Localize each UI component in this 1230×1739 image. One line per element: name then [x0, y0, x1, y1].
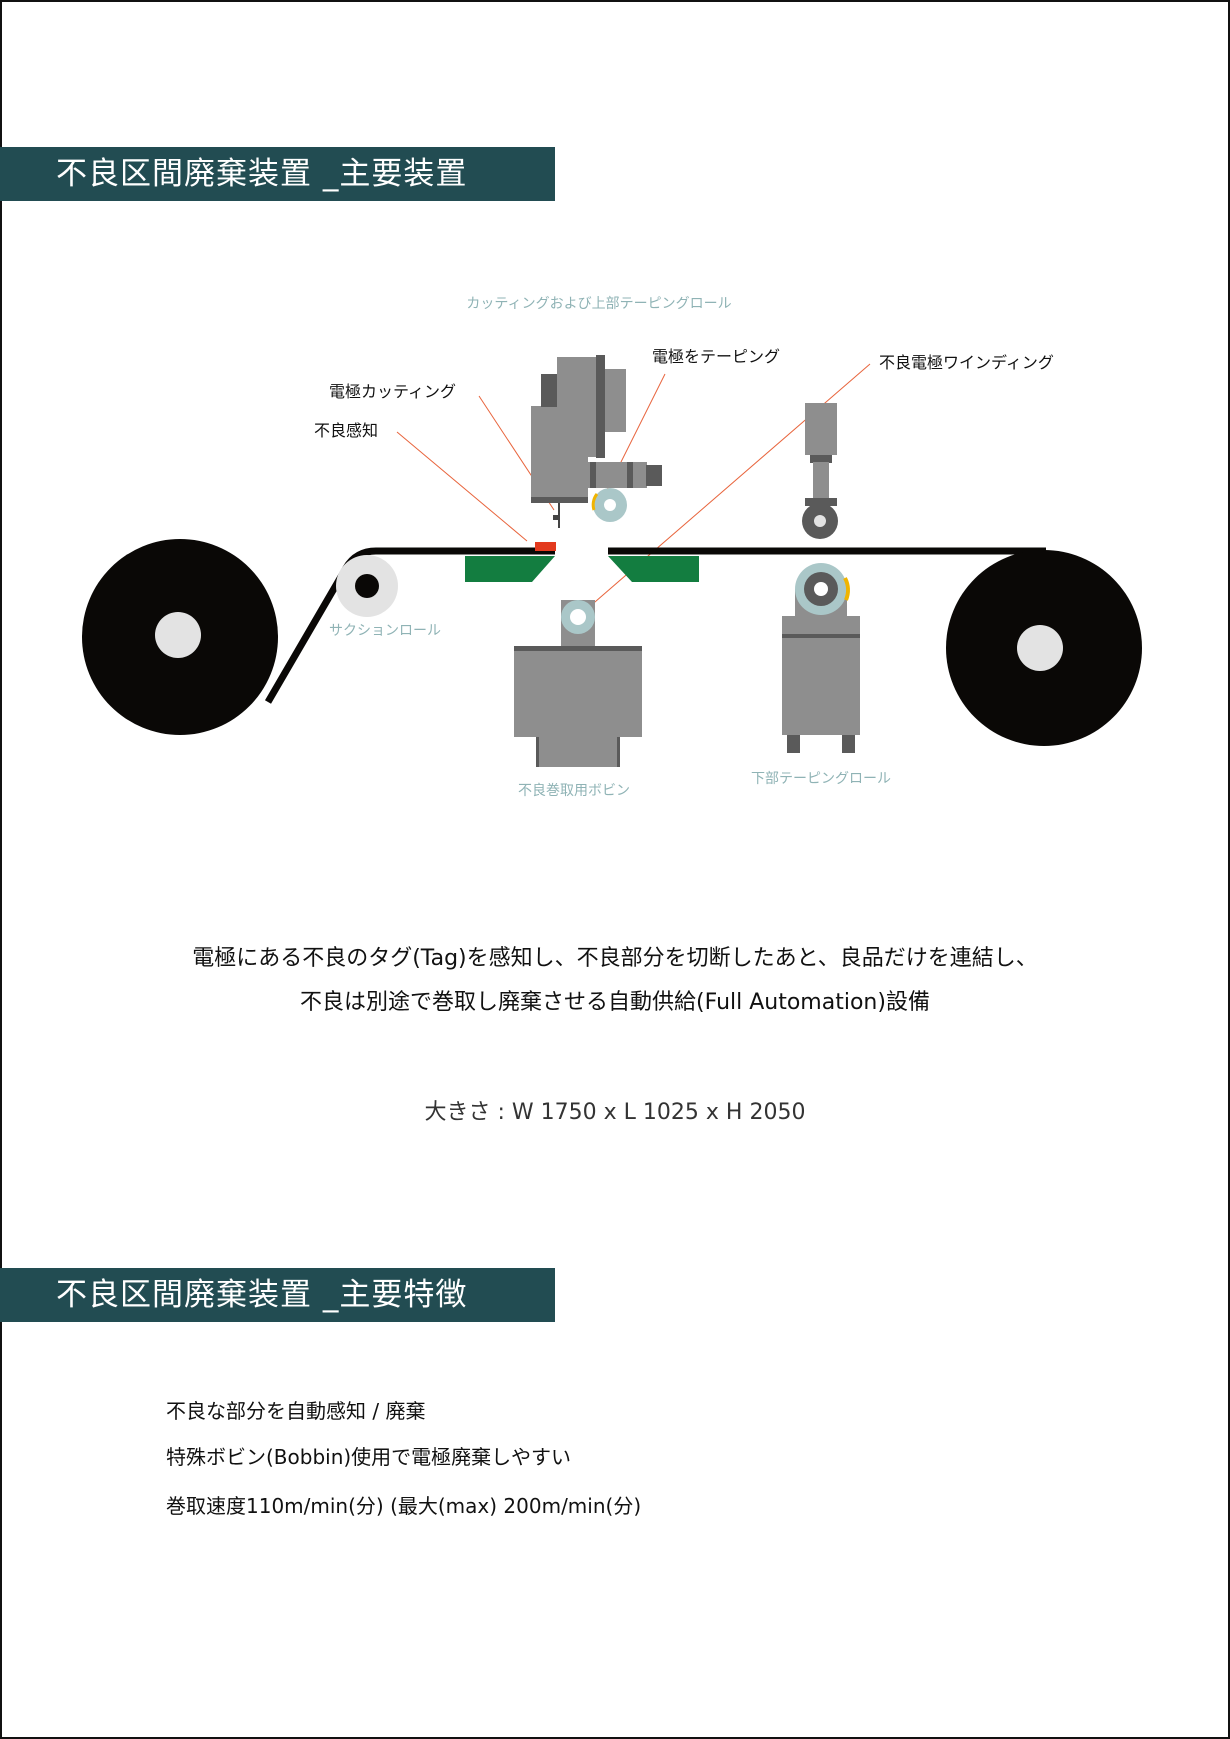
feature-item: 巻取速度110m/min(分) (最大(max) 200m/min(分) [166, 1494, 642, 1518]
label-cutting-upper-taping-roll: カッティングおよび上部テーピングロール [466, 296, 731, 312]
right-pad [608, 556, 699, 582]
feature-item: 特殊ボビン(Bobbin)使用で電極廃棄しやすい [166, 1445, 571, 1469]
label-electrode-taping: 電極をテーピング [652, 347, 780, 366]
winding-unit [802, 403, 838, 539]
feature-item: 不良な部分を自動感知 / 廃棄 [166, 1399, 426, 1423]
label-defect-electrode-winding: 不良電極ワインディング [879, 353, 1054, 372]
left-pad [465, 556, 555, 582]
defect-bobbin-unit [514, 600, 642, 767]
description-line-1: 電極にある不良のタグ(Tag)を感知し、不良部分を切断したあと、良品だけを連結し… [192, 946, 1038, 971]
label-lower-taping-roll: 下部テーピングロール [751, 771, 891, 787]
label-defect-detection: 不良感知 [314, 421, 378, 440]
label-electrode-cutting: 電極カッティング [329, 382, 456, 401]
label-suction-roll: サクションロール [329, 623, 441, 639]
lower-taping-unit [782, 563, 860, 753]
equipment-diagram: カッティングおよび上部テーピングロール 電極をテーピング 不良電極ワインディング… [82, 296, 1142, 799]
leader-defect-detection [396, 431, 528, 542]
section-header-main-features: 不良区間廃棄装置 _主要特徴 [0, 1268, 555, 1322]
defect-tag [535, 542, 556, 551]
cutting-head [531, 355, 662, 528]
section-header-main-equipment: 不良区間廃棄装置 _主要装置 [0, 147, 555, 201]
label-defect-winding-bobbin: 不良巻取用ボビン [518, 783, 630, 799]
description-line-2: 不良は別途で巻取し廃棄させる自動供給(Full Automation)設備 [300, 990, 930, 1015]
dimensions-text: 大きさ : W 1750 x L 1025 x H 2050 [424, 1100, 806, 1125]
